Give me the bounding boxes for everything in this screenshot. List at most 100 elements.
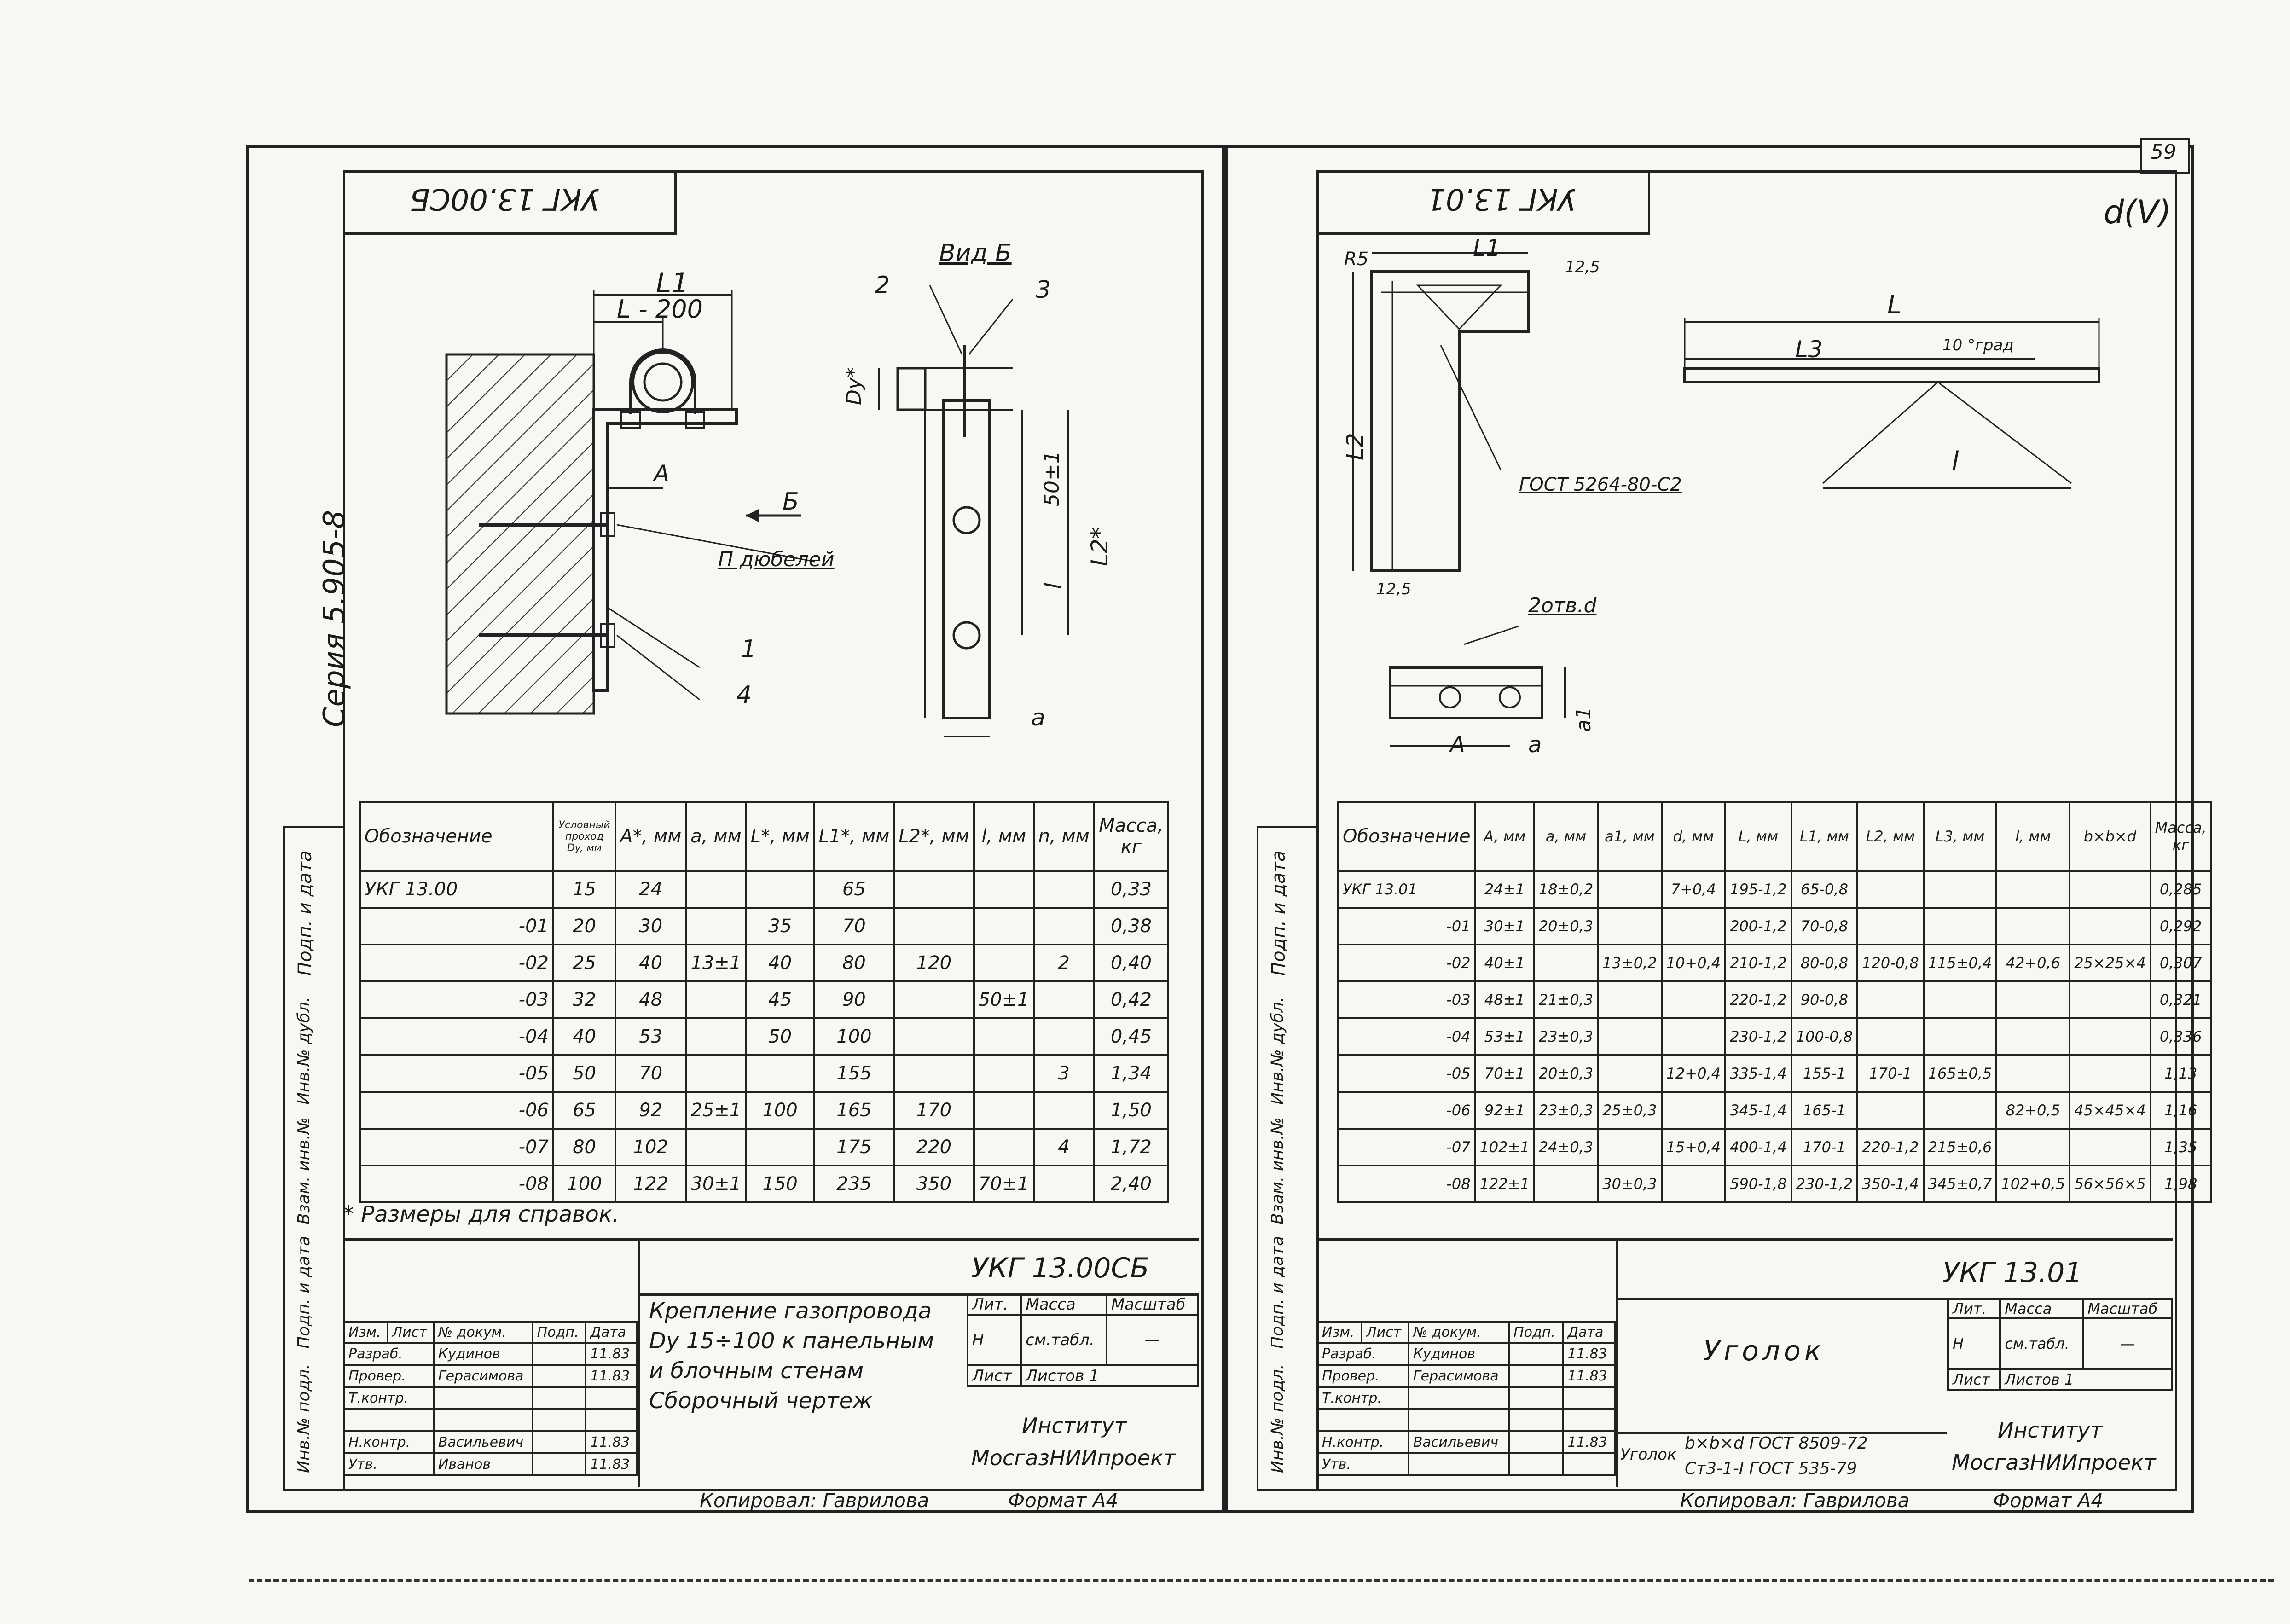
table-cell [1597, 1017, 1663, 1056]
table-cell: 24±0,3 [1533, 1128, 1599, 1166]
table-cell: 20 [552, 907, 617, 945]
tb-sheets: Листов 1 [1999, 1368, 2173, 1391]
table-cell: 70 [615, 1054, 687, 1093]
table-cell: 100 [813, 1017, 895, 1056]
table-cell: 400-1,4 [1724, 1128, 1792, 1166]
left-dim-50: 50±1 [1040, 451, 1064, 506]
table-cell: 1,50 [1093, 1091, 1170, 1130]
left-stamp: УКГ 13.00СБ [410, 182, 600, 216]
signature-cell: Н.контр. [343, 1430, 435, 1454]
table-cell [685, 1128, 747, 1166]
right-tb-grid [1316, 1238, 1618, 1487]
table-cell: 92 [615, 1091, 687, 1130]
table-cell [1597, 1054, 1663, 1093]
right-stamp: УКГ 13.01 [1427, 182, 1576, 216]
col-header: b×b×d [2069, 801, 2151, 872]
table-cell [685, 980, 747, 1019]
signature-cell: Герасимова [432, 1364, 533, 1388]
angle-side-view [1370, 270, 1530, 572]
table-cell [2069, 980, 2151, 1019]
right-tb-mat-1: Уголок [1620, 1445, 1677, 1464]
col-header: l, мм [1995, 801, 2071, 872]
table-cell: 40±1 [1474, 944, 1535, 982]
table-cell: 70±1 [1474, 1054, 1535, 1093]
table-cell: 56×56×5 [2069, 1165, 2151, 1203]
view-b-label: Вид Б [939, 239, 1012, 267]
table-cell: 20±0,3 [1533, 907, 1599, 945]
table-cell: 40 [552, 1017, 617, 1056]
table-cell [1660, 980, 1727, 1019]
table-cell: 165±0,5 [1922, 1054, 1998, 1093]
tb-hdr: № докум. [1407, 1321, 1510, 1344]
corner-mark: d(V) [2104, 193, 2171, 231]
table-cell [745, 870, 815, 909]
table-cell: 4 [1032, 1128, 1095, 1166]
table-cell: 230-1,2 [1724, 1017, 1792, 1056]
row-designation: -02 [359, 944, 554, 982]
tb-mass: Масса [1020, 1293, 1107, 1316]
page-number-box [2140, 138, 2190, 174]
table-cell [745, 1128, 815, 1166]
table-cell: 30±1 [685, 1165, 747, 1203]
table-cell: 220-1,2 [1724, 980, 1792, 1019]
table-cell: 25×25×4 [2069, 944, 2151, 982]
left-titleblock-frame [343, 1238, 1199, 1489]
right-tb-code: УКГ 13.01 [1942, 1257, 2082, 1289]
tb-hdr: Подп. [1508, 1321, 1564, 1344]
signature-cell: Кудинов [1407, 1342, 1510, 1366]
gost-weld: ГОСТ 5264-80-С2 [1519, 474, 1682, 495]
signature-cell [432, 1408, 533, 1432]
table-cell: 102+0,5 [1995, 1165, 2071, 1203]
table-cell: 345-1,4 [1724, 1091, 1792, 1130]
table-cell [893, 1054, 975, 1093]
right-tb-org-1: Институт [1998, 1418, 2103, 1443]
table-cell: 0,33 [1093, 870, 1170, 909]
bracket-angle [592, 408, 738, 692]
table-cell: 100 [745, 1091, 815, 1130]
right-tb-title: Уголок [1703, 1335, 1825, 1367]
table-cell: 50 [552, 1054, 617, 1093]
table-cell: 80 [813, 944, 895, 982]
table-cell: 210-1,2 [1724, 944, 1792, 982]
table-cell [893, 907, 975, 945]
table-cell: 170-1 [1856, 1054, 1925, 1093]
dowel-label: П дюбелей [718, 548, 835, 571]
signature-cell: Провер. [343, 1364, 435, 1388]
col-header: L3, мм [1922, 801, 1998, 872]
left-tb-org-2: МосгазНИИпроект [971, 1445, 1176, 1470]
signature-cell [531, 1430, 587, 1454]
table-cell [1922, 980, 1998, 1019]
table-cell: 20±0,3 [1533, 1054, 1599, 1093]
table-cell [1995, 870, 2071, 909]
left-sheet-frame [246, 145, 1228, 1513]
table-cell: 48 [615, 980, 687, 1019]
table-cell: 3 [1032, 1054, 1095, 1093]
table-cell: 40 [745, 944, 815, 982]
signature-cell [432, 1386, 533, 1410]
tb-mass-val: см.табл. [1020, 1314, 1107, 1366]
table-cell: 1,72 [1093, 1128, 1170, 1166]
left-dim-Dy: Dy* [842, 367, 866, 405]
table-cell: 155-1 [1790, 1054, 1859, 1093]
table-cell: 590-1,8 [1724, 1165, 1792, 1203]
table-cell: 165 [813, 1091, 895, 1130]
series-label: Серия 5.905-8 [318, 510, 352, 727]
tb-lit: Лит. [966, 1293, 1022, 1316]
table-cell: 0,40 [1093, 944, 1170, 982]
col-header: Обозначение [359, 801, 554, 872]
tb-hdr: Лист [1361, 1321, 1409, 1344]
table-cell: 175 [813, 1128, 895, 1166]
row-designation: -07 [359, 1128, 554, 1166]
signature-cell: Утв. [1316, 1452, 1409, 1476]
left-tb-org-1: Институт [1022, 1413, 1127, 1438]
table-cell: 2,40 [1093, 1165, 1170, 1203]
table-cell: 10+0,4 [1660, 944, 1727, 982]
signature-cell: Т.контр. [343, 1386, 435, 1410]
table-cell: 23±0,3 [1533, 1017, 1599, 1056]
